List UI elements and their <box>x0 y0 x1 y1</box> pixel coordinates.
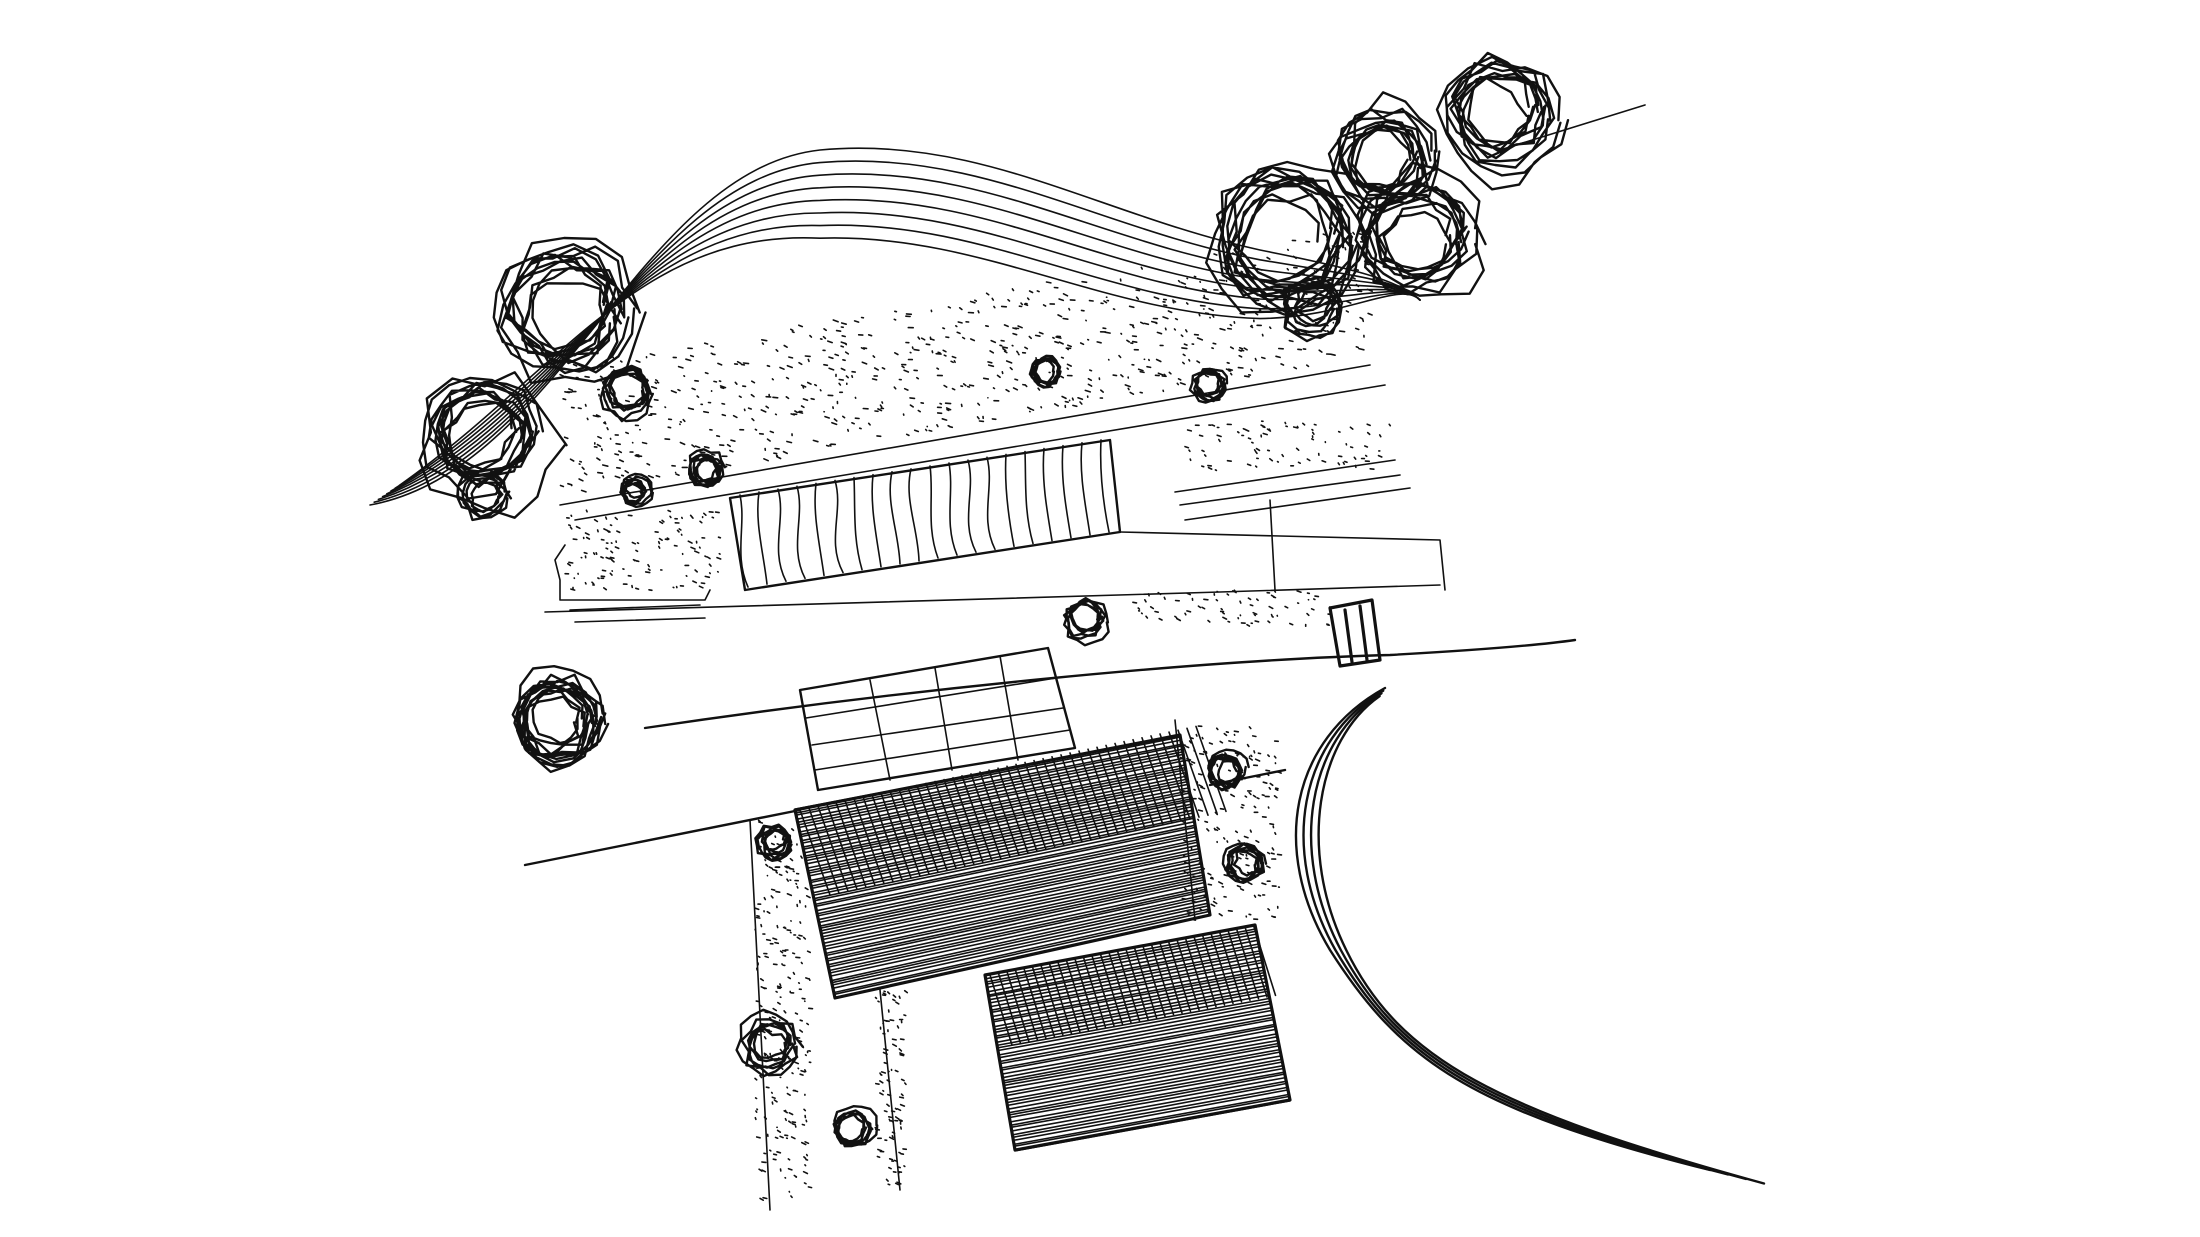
gate <box>1328 598 1382 668</box>
lower-roof-building <box>983 923 1292 1152</box>
paved-forecourt <box>798 646 1077 792</box>
tree-cluster-top-right <box>1205 51 1570 343</box>
tree-cluster-left <box>418 236 654 522</box>
planting-band <box>559 231 1392 627</box>
main-roof-building <box>793 725 1227 1000</box>
small-shrubs <box>619 354 1268 1148</box>
lone-tree <box>511 665 610 774</box>
hedge-strip <box>749 719 1283 1211</box>
terrace-steps <box>544 459 1446 623</box>
contour-lines <box>369 104 1646 506</box>
driveway <box>1294 686 1766 1185</box>
